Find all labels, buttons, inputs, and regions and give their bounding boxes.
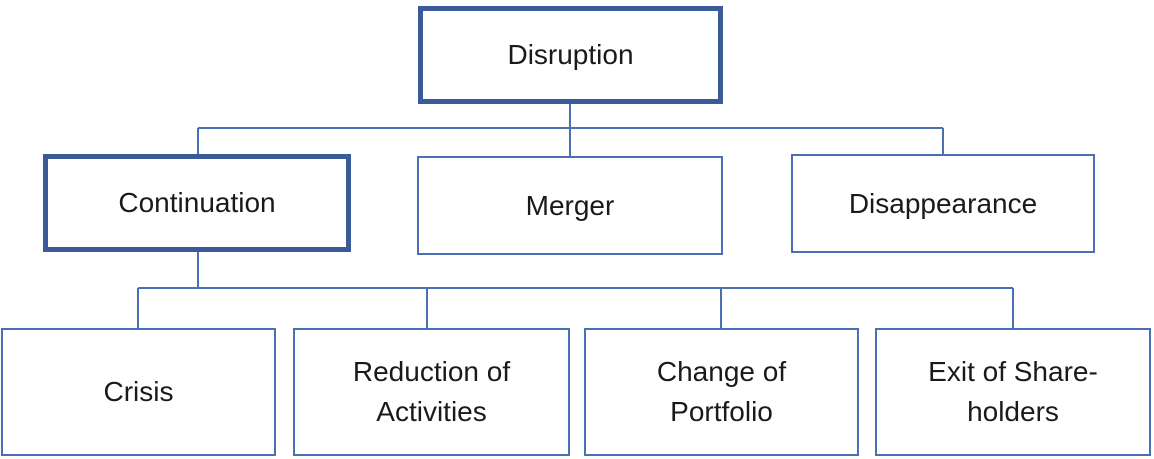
node-crisis-label: Crisis [103,376,174,407]
node-disruption: Disruption [418,6,723,104]
node-reduction-label-line1: Reduction of [352,356,511,387]
node-crisis: Crisis [1,328,276,456]
node-disappearance: Disappearance [791,154,1095,253]
node-exit-of-shareholders: Exit of Share- holders [875,328,1151,456]
node-change-label-line2: Portfolio [670,396,773,427]
node-reduction-label-line2: Activities [376,396,487,427]
node-disappearance-label: Disappearance [848,187,1038,219]
node-merger-label: Merger [525,189,615,221]
node-continuation: Continuation [43,154,351,252]
node-change-of-portfolio: Change of Portfolio [584,328,859,456]
node-merger: Merger [417,156,723,255]
node-exit-label-line1: Exit of Share- [928,356,1098,387]
node-reduction-of-activities: Reduction of Activities [293,328,570,456]
node-exit-label-line2: holders [967,396,1059,427]
node-change-label-line1: Change of [656,356,787,387]
node-continuation-label: Continuation [118,187,276,218]
node-disruption-label: Disruption [507,39,634,70]
